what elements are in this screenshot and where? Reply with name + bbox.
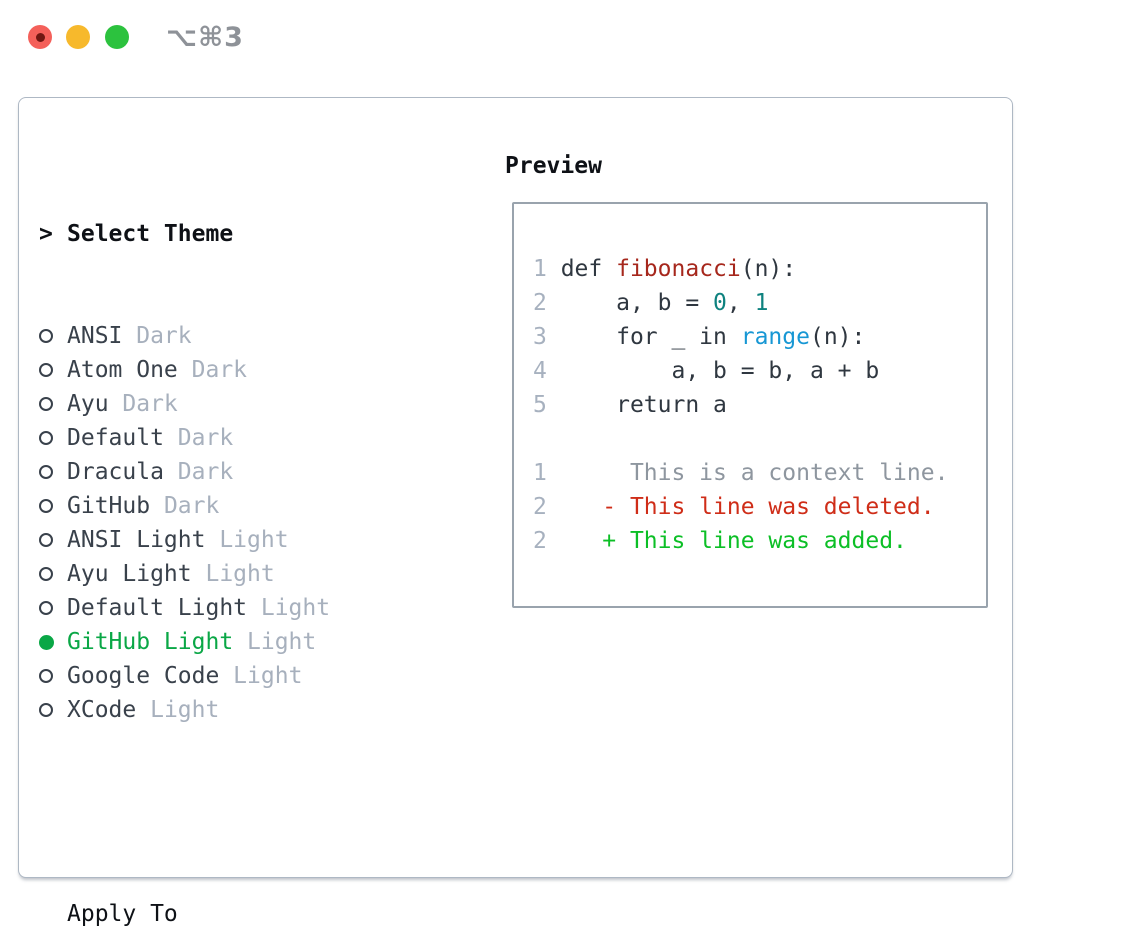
line-number: 5 [533, 392, 547, 418]
preview-line: 1 This is a context line. [533, 456, 986, 490]
radio-icon [39, 567, 53, 581]
preview-line: 2 - This line was deleted. [533, 490, 986, 524]
code-token: (n): [740, 256, 797, 282]
theme-option[interactable]: ANSI Light Light [39, 523, 427, 557]
line-number: 3 [533, 324, 547, 350]
maximize-button[interactable] [105, 25, 129, 49]
line-number: 2 [533, 290, 547, 316]
apply-to-header: Apply To [67, 901, 178, 927]
option-label: ANSI [67, 323, 123, 349]
option-variant: Light [191, 561, 275, 587]
radio-icon [39, 363, 53, 377]
line-number: 1 [533, 460, 547, 486]
radio-selected-icon [39, 634, 54, 650]
line-number: 4 [533, 358, 547, 384]
radio-icon [39, 601, 53, 615]
radio-icon [39, 669, 53, 683]
code-token: + This line was added. [546, 528, 907, 554]
code-token: This is a context line. [546, 460, 949, 486]
option-label: Default [67, 425, 164, 451]
close-button[interactable] [28, 25, 52, 49]
option-label: Google Code [67, 663, 220, 689]
theme-option[interactable]: XCode Light [39, 693, 427, 727]
preview-line: 3 for _ in range(n): [533, 320, 986, 354]
line-number: 2 [533, 528, 547, 554]
option-variant: Light [247, 595, 331, 621]
preview-line: 4 a, b = b, a + b [533, 354, 986, 388]
option-variant: Dark [108, 391, 178, 417]
line-number: 2 [533, 494, 547, 520]
radio-icon [39, 499, 53, 513]
preview-line: 2 + This line was added. [533, 524, 986, 558]
option-variant: Dark [163, 425, 234, 451]
theme-option[interactable]: Default Dark [39, 421, 427, 455]
radio-icon [39, 533, 53, 547]
option-variant: Light [136, 697, 220, 723]
spacer [39, 795, 427, 829]
theme-option[interactable]: GitHub Light Light [39, 625, 427, 659]
titlebar: ⌥⌘3 [0, 0, 1140, 74]
option-label: Ayu [67, 391, 109, 417]
theme-option[interactable]: Ayu Dark [39, 387, 427, 421]
theme-option[interactable]: Default Light Light [39, 591, 427, 625]
radio-icon [39, 329, 53, 343]
code-token: a, b = [546, 290, 714, 316]
keyboard-shortcut-label: ⌥⌘3 [166, 22, 244, 53]
preview-line: 1 def fibonacci(n): [533, 252, 986, 286]
code-token: 1 [754, 290, 769, 316]
chevron-icon: > [39, 221, 53, 247]
option-label: Atom One [67, 357, 178, 383]
option-variant: Dark [150, 493, 220, 519]
preview-line: 2 a, b = 0, 1 [533, 286, 986, 320]
minimize-button[interactable] [66, 25, 90, 49]
theme-option[interactable]: GitHub Dark [39, 489, 427, 523]
option-label: Ayu Light [67, 561, 192, 587]
option-label: ANSI Light [67, 527, 206, 553]
option-label: Default Light [67, 595, 248, 621]
option-variant: Dark [177, 357, 248, 383]
code-token: def [546, 256, 617, 282]
theme-option[interactable]: ANSI Dark [39, 319, 427, 353]
theme-option[interactable]: Google Code Light [39, 659, 427, 693]
preview-title: Preview [505, 153, 602, 179]
option-label: Dracula [67, 459, 164, 485]
code-token: for _ in [546, 324, 741, 350]
theme-option[interactable]: Ayu Light Light [39, 557, 427, 591]
line-number: 1 [533, 256, 547, 282]
option-variant: Light [233, 629, 317, 655]
option-label: XCode [67, 697, 137, 723]
radio-icon [39, 397, 53, 411]
code-token: - This line was deleted. [546, 494, 935, 520]
code-token: a, b = b, a + b [546, 358, 880, 384]
select-theme-header-row: > Select Theme [39, 217, 427, 251]
code-token: fibonacci [616, 256, 741, 282]
option-variant: Dark [163, 459, 234, 485]
code-token: 0 [713, 290, 727, 316]
option-label: GitHub [67, 493, 151, 519]
select-theme-header: Select Theme [67, 221, 234, 247]
preview-line [533, 422, 986, 456]
preview-line: 5 return a [533, 388, 986, 422]
option-variant: Light [205, 527, 289, 553]
radio-icon [39, 465, 53, 479]
option-variant: Light [219, 663, 303, 689]
apply-to-header-row: Apply To [39, 897, 427, 931]
theme-option[interactable]: Atom One Dark [39, 353, 427, 387]
code-token: (n): [809, 324, 866, 350]
theme-option[interactable]: Dracula Dark [39, 455, 427, 489]
option-variant: Dark [122, 323, 192, 349]
option-label: GitHub Light [67, 629, 234, 655]
code-token: , [726, 290, 755, 316]
code-token: return a [546, 392, 727, 418]
close-dot-icon [35, 32, 45, 42]
radio-icon [39, 431, 53, 445]
code-token: range [740, 324, 810, 350]
radio-icon [39, 703, 53, 717]
